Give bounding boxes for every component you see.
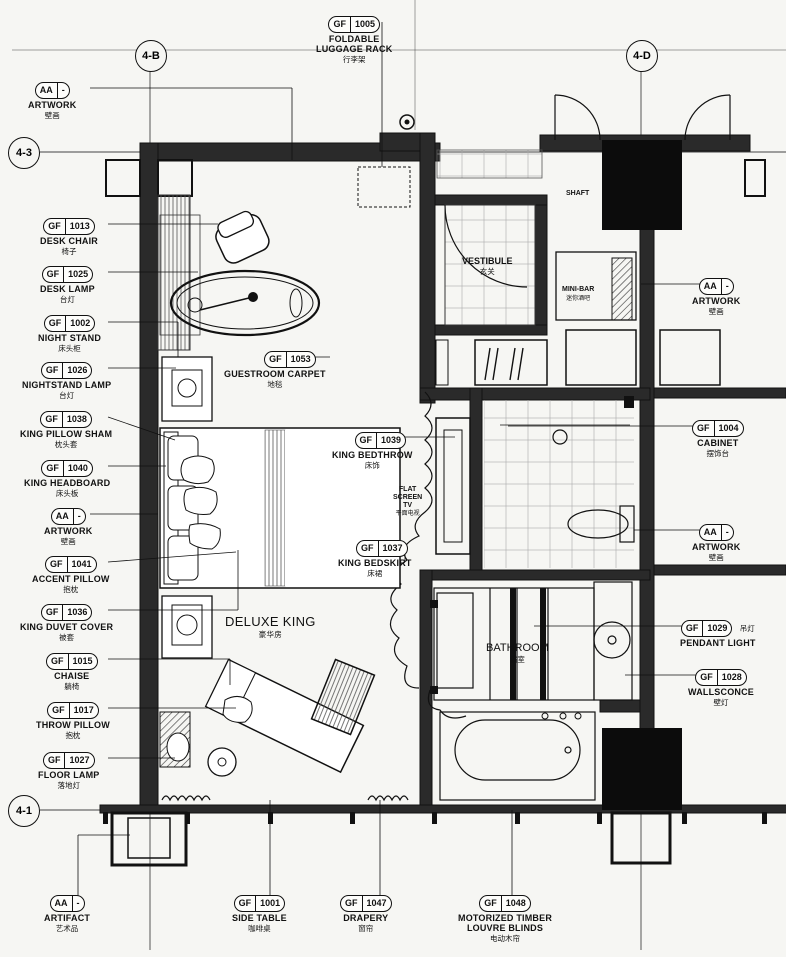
room-label-shaft: SHAFT: [566, 190, 590, 197]
grid-bubble-41: 4-1: [8, 795, 40, 827]
grid-label-4d: 4-D: [633, 50, 651, 62]
shaft-blocks: [602, 140, 682, 810]
walls: [99, 132, 786, 814]
grid-bubble-4d: 4-D: [626, 40, 658, 72]
grid-bubble-43: 4-3: [8, 137, 40, 169]
grid-bubble-4b: 4-B: [135, 40, 167, 72]
leader-lines: [77, 22, 700, 905]
grid-label-43: 4-3: [16, 147, 32, 159]
tv-label: FLAT SCREEN TV 平面电视: [393, 486, 423, 517]
grid-label-41: 4-1: [16, 805, 32, 817]
grid-label-4b: 4-B: [142, 50, 160, 62]
